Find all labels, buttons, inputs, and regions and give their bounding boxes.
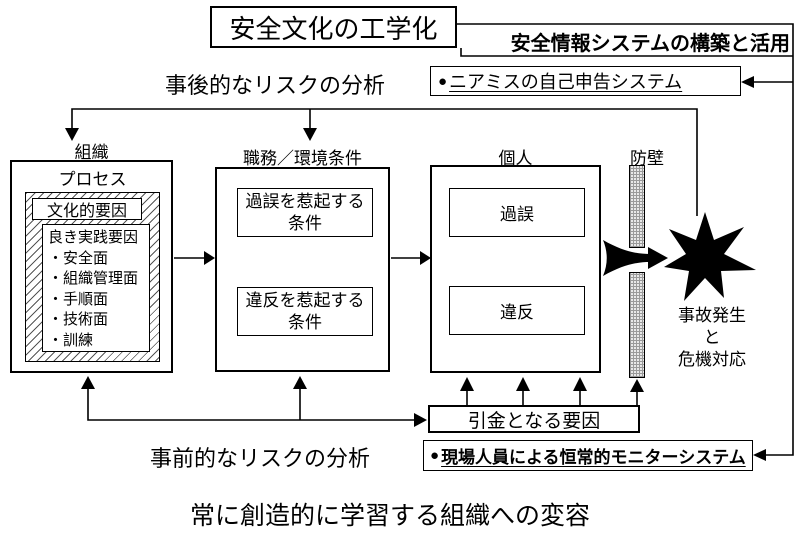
- penetration-arrowhead: [648, 247, 668, 269]
- info-system-feedback-line: [457, 23, 794, 456]
- monitor-system-label: 現場人員による恒常的モニターシステム: [441, 448, 746, 467]
- individual-label: 個人: [498, 148, 533, 168]
- accident-line1: 事故発生: [678, 306, 746, 325]
- trigger-factors-box: 引金となる要因: [428, 405, 640, 433]
- practice-item: ・組織管理面: [48, 270, 139, 287]
- arrowhead-trigger-3: [573, 377, 587, 391]
- arrowhead-into-monitor: [753, 449, 766, 461]
- error-conditions-line1: 過誤を惹起する: [245, 191, 365, 211]
- penetration-arrow-body: [603, 240, 650, 276]
- main-title-box: 安全文化の工学化: [210, 6, 457, 48]
- info-system-title: 安全情報システムの構築と活用: [510, 33, 790, 55]
- violation-label: 違反: [500, 303, 534, 322]
- good-practice-title: 良き実践要因: [48, 229, 139, 246]
- arrowhead-into-nearmiss: [741, 76, 754, 88]
- prehoc-feedback-line: [87, 388, 414, 421]
- arrowhead-trigger-1: [460, 377, 474, 391]
- arrowhead-down-job: [303, 128, 317, 141]
- main-title: 安全文化の工学化: [229, 13, 438, 44]
- accident-text: 事故発生 と 危機対応: [660, 305, 764, 371]
- closing-title: 常に創造的に学習する組織への変容: [189, 502, 590, 530]
- cultural-factors-label: 文化的要因: [32, 198, 142, 220]
- arrowhead-job-to-individual: [420, 251, 431, 265]
- process-label: プロセス: [58, 169, 127, 189]
- arrowhead-trigger-2: [516, 377, 530, 391]
- barrier-bar-top: [629, 165, 645, 248]
- organization-label: 組織: [74, 142, 109, 162]
- prehoc-analysis-label: 事前的なリスクの分析: [150, 446, 371, 471]
- accident-line2: と: [703, 328, 721, 347]
- barrier-bar-bottom: [629, 272, 645, 378]
- accident-line3: 危機対応: [678, 350, 746, 369]
- job-env-label: 職務／環境条件: [243, 148, 362, 168]
- monitor-system-box: ● 現場人員による恒常的モニターシステム: [423, 440, 753, 471]
- error-conditions-box: 過誤を惹起する 条件: [237, 188, 373, 237]
- error-label: 過誤: [500, 205, 534, 224]
- violation-conditions-line1: 違反を惹起する: [245, 290, 365, 310]
- posthoc-analysis-label: 事後的なリスクの分析: [164, 73, 385, 98]
- nearmiss-system-label: ニアミスの自己申告システム: [449, 72, 683, 92]
- practice-item: ・手順面: [48, 290, 109, 308]
- arrowhead-into-trigger: [414, 413, 427, 427]
- arrowhead-trigger-4: [630, 379, 644, 392]
- explosion-star-icon: [664, 212, 756, 301]
- bullet-icon: ●: [430, 447, 440, 464]
- arrowhead-down-organization: [65, 128, 79, 141]
- violation-conditions-box: 違反を惹起する 条件: [237, 287, 373, 336]
- info-title-underline: [460, 48, 793, 57]
- error-box: 過誤: [449, 188, 585, 237]
- barrier-label: 防壁: [630, 148, 664, 168]
- practice-item: ・技術面: [48, 311, 109, 328]
- good-practice-box: 良き実践要因 ・安全面 ・組織管理面 ・手順面 ・技術面 ・訓練: [42, 224, 150, 352]
- violation-box: 違反: [449, 286, 585, 335]
- violation-conditions-line2: 条件: [288, 312, 322, 332]
- practice-item: ・訓練: [48, 331, 94, 349]
- arrowhead-up-organization: [81, 376, 95, 389]
- arrowhead-org-to-job: [204, 251, 215, 265]
- bullet-icon: ●: [438, 72, 448, 90]
- practice-item: ・安全面: [48, 249, 109, 267]
- arrowhead-up-job: [293, 376, 307, 389]
- posthoc-feedback-line: [71, 108, 698, 216]
- trigger-factors-label: 引金となる要因: [467, 410, 601, 432]
- nearmiss-system-box: ● ニアミスの自己申告システム: [430, 66, 741, 96]
- error-conditions-line2: 条件: [288, 213, 322, 233]
